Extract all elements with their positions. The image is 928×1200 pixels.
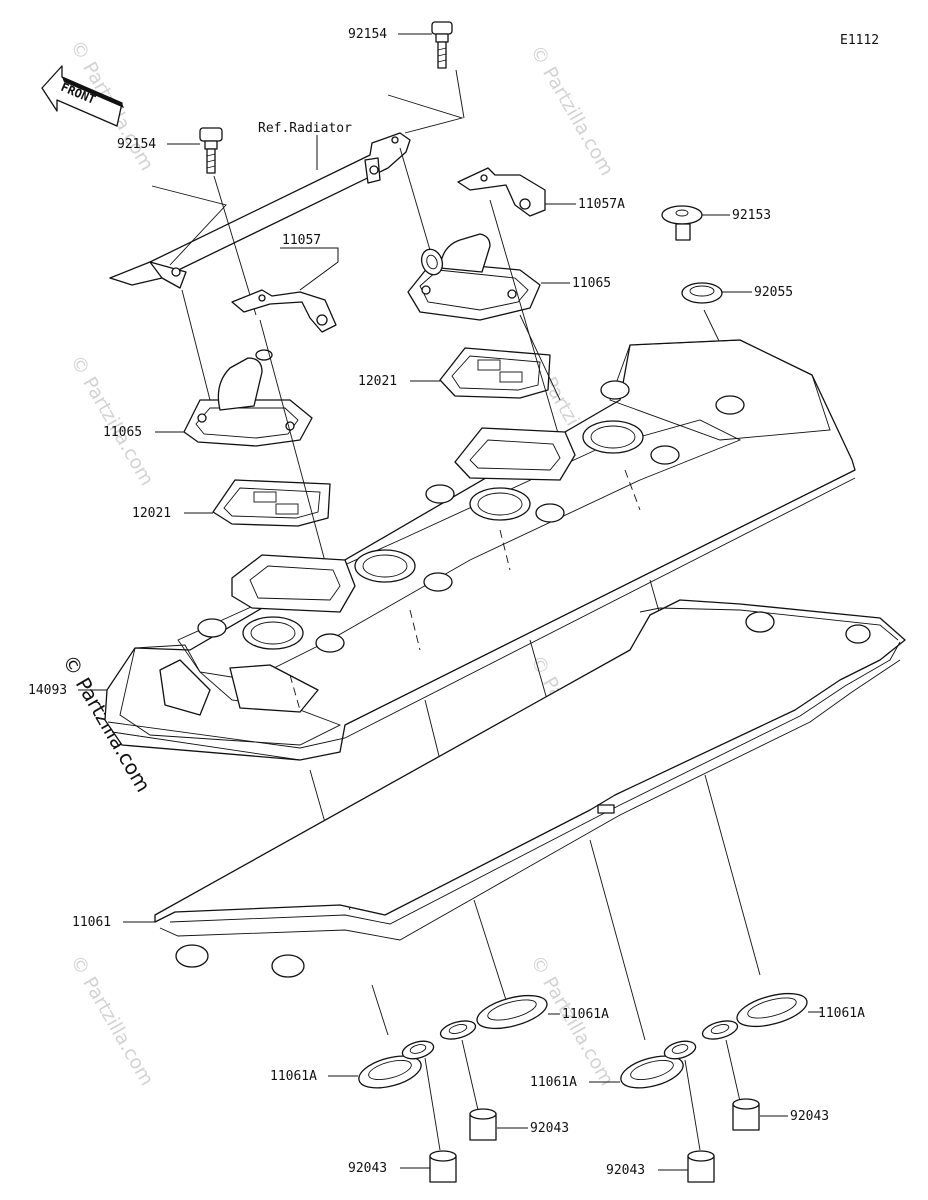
collar-4 [732,1098,760,1131]
bracket-11057 [231,289,337,333]
collar-3 [687,1150,715,1183]
bolt-left-icon [199,127,223,174]
label-cap-left: 11065 [103,425,142,440]
valve-cover [104,339,856,761]
label-plate-left: 12021 [132,506,171,521]
label-cover: 14093 [28,683,67,698]
valve-cover-gasket [154,599,906,978]
label-seal-b1: 11061A [270,1069,317,1084]
diagram-code: E1112 [840,33,879,48]
washer-icon [681,282,723,304]
seal-set-3 [620,1040,697,1089]
bolt-top-icon [431,21,453,69]
seal-set-4 [701,992,808,1040]
label-collar-2: 92043 [530,1121,569,1136]
watermark-6: © Partzilla.com [66,952,158,1090]
label-washer-right: 92055 [754,285,793,300]
reed-plate-right [439,347,551,399]
collar-2 [469,1108,497,1141]
label-collar-3: 92043 [606,1163,645,1178]
label-collar-1: 92043 [348,1161,387,1176]
reed-plate-left [212,479,331,527]
label-collar-4: 92043 [790,1109,829,1124]
breather-cap-left [183,349,313,447]
front-arrow-icon: FRONT [41,65,124,127]
label-seal-b4: 11061A [818,1006,865,1021]
label-bolt-top: 92154 [348,27,387,42]
bracket-11057a [457,167,546,217]
label-seal-b2: 11061A [562,1007,609,1022]
breather-cap-right [407,233,541,321]
radiator-bracket [109,132,411,289]
label-cap-right: 11065 [572,276,611,291]
label-bolt-right: 92153 [732,208,771,223]
label-gasket: 11061 [72,915,111,930]
label-bolt-left: 92154 [117,137,156,152]
seal-set-2 [439,994,548,1040]
watermark-2: © Partzilla.com [526,42,618,180]
collar-1 [429,1150,457,1183]
label-bracket-left: 11057 [282,233,321,248]
ref-radiator-label: Ref.Radiator [258,121,352,136]
bolt-right-icon [661,205,703,241]
watermark-3: © Partzilla.com [66,352,158,490]
label-plate-right: 12021 [358,374,397,389]
label-bracket-right: 11057A [578,197,625,212]
label-seal-b3: 11061A [530,1075,577,1090]
seal-set-1 [358,1040,435,1089]
